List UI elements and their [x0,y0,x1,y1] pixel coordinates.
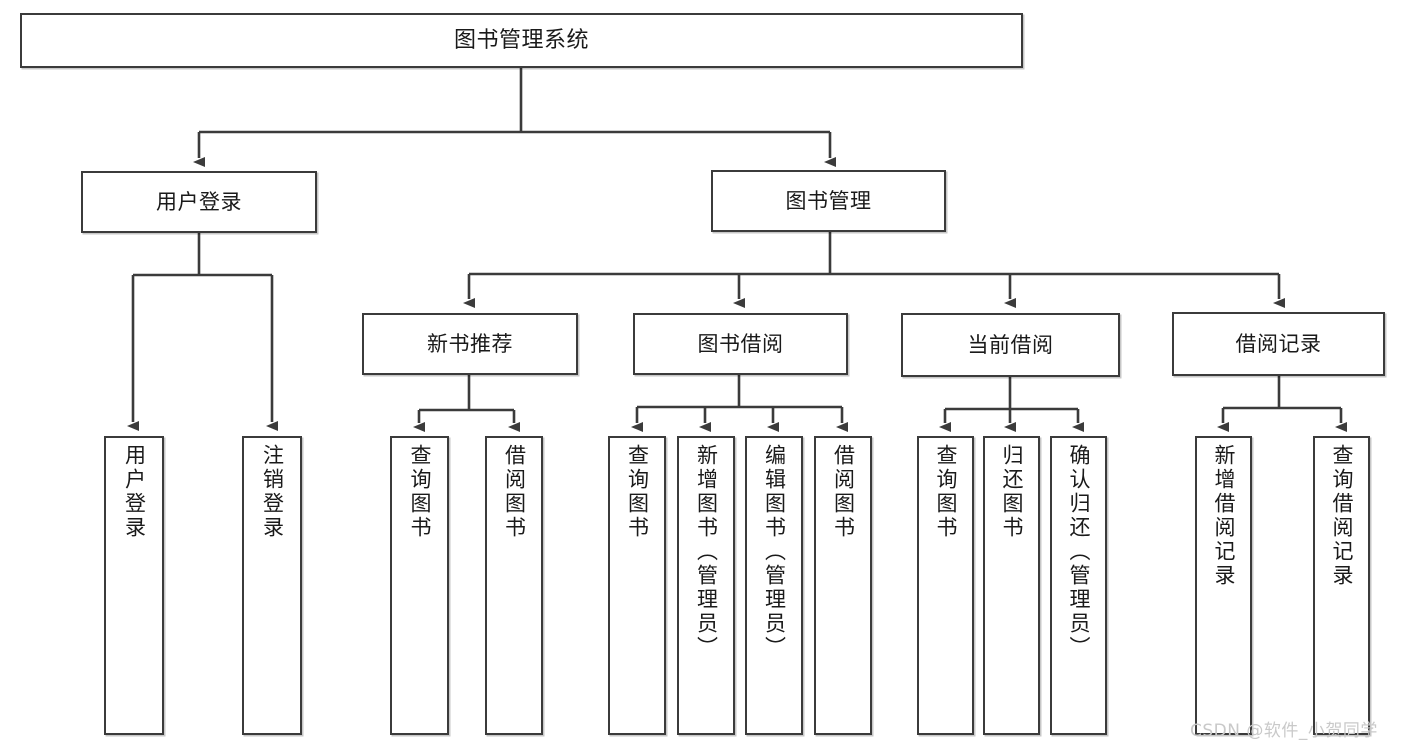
node-leaf-add-record[interactable]: 新增借阅记录 [1195,436,1252,735]
node-root-system[interactable]: 图书管理系统 [20,13,1023,68]
node-label: 借阅记录 [1235,331,1322,356]
node-label: 借阅图书 [502,444,527,540]
node-label: 用户登录 [156,189,242,214]
node-leaf-user-login[interactable]: 用户登录 [104,436,164,735]
node-label: 图书管理 [785,188,872,213]
node-borrow-record[interactable]: 借阅记录 [1172,312,1385,376]
node-label: 借阅图书 [831,444,856,540]
node-leaf-query-book-3[interactable]: 查询图书 [917,436,974,735]
node-leaf-query-record[interactable]: 查询借阅记录 [1313,436,1370,735]
node-label: 新增借阅记录 [1212,444,1236,588]
node-leaf-borrow-book-1[interactable]: 借阅图书 [485,436,543,735]
node-label: 图书管理系统 [453,27,589,53]
csdn-watermark: CSDN @软件_小贺同学 [1190,721,1378,741]
node-new-book-recommend[interactable]: 新书推荐 [362,313,578,375]
node-current-borrow[interactable]: 当前借阅 [901,313,1120,377]
node-leaf-confirm-return[interactable]: 确认归还（管理员） [1050,436,1107,735]
node-label: 查询借阅记录 [1330,444,1354,588]
node-label: 新增图书（管理员） [694,444,719,660]
node-leaf-query-book-2[interactable]: 查询图书 [608,436,666,735]
node-label: 当前借阅 [967,332,1054,357]
node-leaf-logout[interactable]: 注销登录 [242,436,302,735]
node-label: 用户登录 [122,444,147,540]
node-label: 新书推荐 [427,331,513,356]
node-user-login[interactable]: 用户登录 [81,171,317,233]
node-label: 查询图书 [934,444,958,540]
node-leaf-edit-book[interactable]: 编辑图书（管理员） [745,436,803,735]
node-label: 查询图书 [625,444,650,540]
node-book-manage[interactable]: 图书管理 [711,170,946,232]
node-label: 注销登录 [260,444,285,540]
node-label: 查询图书 [408,444,432,540]
node-label: 归还图书 [1000,444,1024,540]
node-label: 图书借阅 [697,331,784,356]
node-leaf-borrow-book-2[interactable]: 借阅图书 [814,436,872,735]
node-leaf-query-book-1[interactable]: 查询图书 [390,436,449,735]
node-book-borrow[interactable]: 图书借阅 [633,313,848,375]
node-label: 编辑图书（管理员） [762,444,787,660]
node-label: 确认归还（管理员） [1067,444,1091,660]
node-leaf-return-book[interactable]: 归还图书 [983,436,1040,735]
node-leaf-add-book[interactable]: 新增图书（管理员） [677,436,735,735]
